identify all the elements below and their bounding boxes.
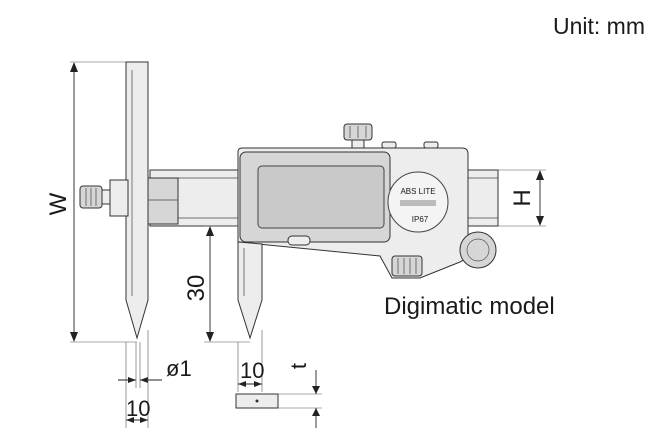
dimension-w: W (45, 61, 137, 343)
logo-brand-text: ABS LITE (400, 187, 435, 196)
dimension-depth: 30 (183, 225, 250, 343)
lcd-display (257, 165, 385, 229)
dimension-h: H (498, 169, 546, 227)
dimension-w-label: W (45, 192, 72, 215)
slider-body (237, 147, 469, 279)
dimension-jaw-width: 10 (125, 330, 150, 428)
dimension-tip: ø1 (118, 342, 192, 388)
unit-label: Unit: mm (553, 13, 645, 39)
thickness-block (235, 393, 279, 409)
dimension-tip-label: ø1 (166, 356, 192, 381)
brand-logo: ABS LITE IP67 (387, 171, 449, 233)
dimension-h-label: H (509, 189, 536, 206)
dimension-probe-width-label: 10 (240, 358, 264, 383)
dimension-depth-label: 30 (183, 275, 210, 302)
logo-rating-text: IP67 (412, 215, 429, 224)
clamp-screw (79, 179, 129, 217)
thumb-roller (459, 231, 497, 269)
dimension-thickness-label: t (286, 363, 311, 369)
dimension-probe-width: 10 (237, 330, 264, 392)
fixed-jaw (125, 61, 179, 340)
function-button (287, 235, 311, 246)
dimension-jaw-width-label: 10 (126, 396, 150, 421)
moving-jaw (237, 241, 263, 340)
locking-screw (343, 123, 373, 149)
top-buttons (381, 141, 439, 149)
dimension-thickness: t (278, 363, 322, 428)
model-label: Digimatic model (384, 293, 555, 320)
